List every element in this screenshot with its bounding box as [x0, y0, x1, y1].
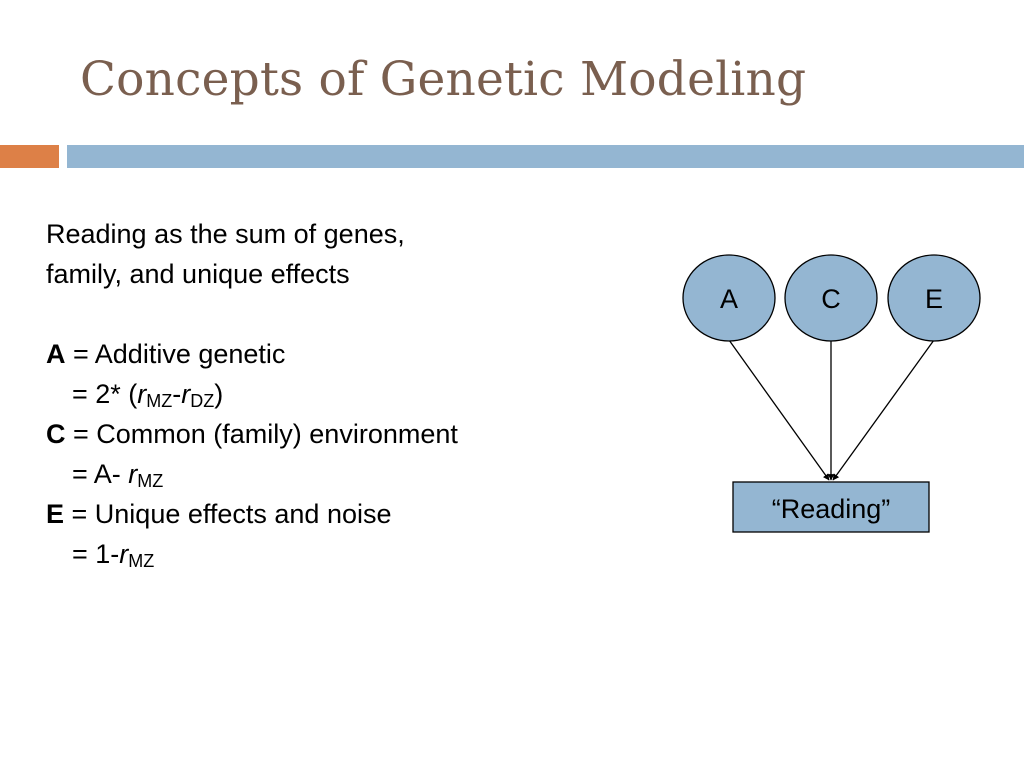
formula-c: = A- rMZ [46, 454, 606, 494]
formula-e-prefix: = 1- [72, 539, 120, 569]
accent-bar-blue [67, 145, 1024, 168]
term-c: C [46, 419, 66, 449]
node-a: A [682, 254, 776, 342]
outcome-label: “Reading” [772, 494, 891, 524]
node-e: E [887, 254, 981, 342]
formula-a-r2: r [181, 379, 191, 409]
intro-line-1: Reading as the sum of genes, [46, 219, 405, 249]
formula-a-dash: - [172, 379, 182, 409]
formula-c-r: r [128, 459, 138, 489]
definition-e: E = Unique effects and noise [46, 494, 606, 534]
accent-bar-orange [0, 145, 59, 168]
formula-a-sub1: MZ [146, 391, 173, 411]
definition-a: A = Additive genetic [46, 334, 606, 374]
formula-e-r: r [119, 539, 129, 569]
formula-a-sub2: DZ [190, 391, 215, 411]
desc-a: = Additive genetic [65, 339, 286, 369]
formula-a-prefix: = 2* ( [72, 379, 138, 409]
formula-c-prefix: = A- [72, 459, 129, 489]
outcome-node: “Reading” [732, 481, 930, 533]
formula-a-r1: r [137, 379, 147, 409]
formula-a: = 2* (rMZ-rDZ) [46, 374, 606, 414]
body-text: Reading as the sum of genes, family, and… [46, 214, 606, 574]
node-c: C [784, 254, 878, 342]
formula-e-sub: MZ [128, 551, 155, 571]
formula-a-close: ) [214, 379, 224, 409]
node-e-label: E [925, 284, 943, 314]
definition-c: C = Common (family) environment [46, 414, 606, 454]
desc-c: = Common (family) environment [65, 419, 458, 449]
node-a-label: A [720, 284, 738, 314]
term-a: A [46, 339, 66, 369]
formula-c-sub: MZ [137, 471, 164, 491]
intro-line-2: family, and unique effects [46, 259, 350, 289]
slide-title: Concepts of Genetic Modeling [80, 52, 807, 107]
node-c-label: C [821, 284, 841, 314]
path-arrow-a [728, 339, 830, 481]
formula-e: = 1-rMZ [46, 534, 606, 574]
term-e: E [46, 499, 65, 529]
path-arrow-e [832, 339, 935, 481]
desc-e: = Unique effects and noise [64, 499, 392, 529]
